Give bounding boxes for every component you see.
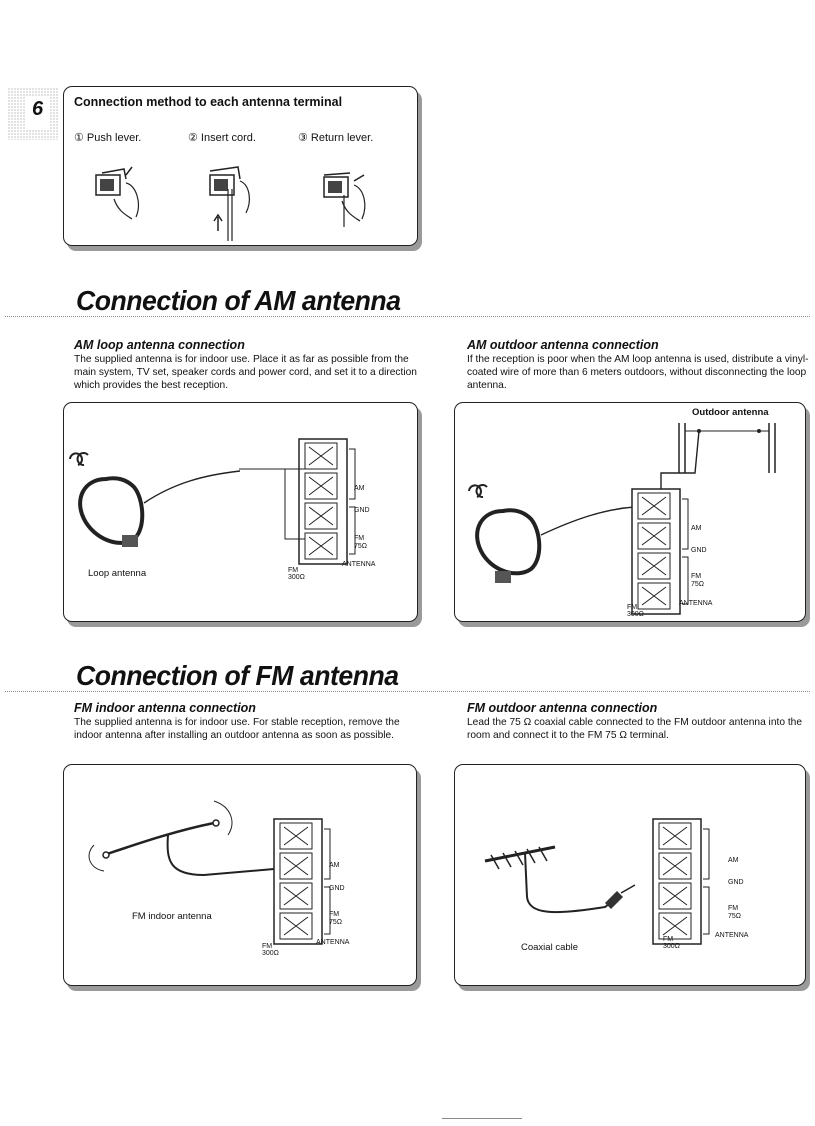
fm-indoor-antenna-drawing — [88, 800, 275, 877]
fm-indoor-text: The supplied antenna is for indoor use. … — [74, 717, 400, 741]
fm-indoor-terminal-block[interactable] — [273, 818, 344, 959]
fm-indoor-ohm75-label: 75Ω — [329, 919, 343, 926]
am-outdoor-terminal-block[interactable] — [631, 488, 702, 629]
am-loop-terminal-block[interactable] — [239, 438, 369, 579]
fm-indoor-diagram: FM indoor antenna AM GND FM 75Ω ANTENNA … — [63, 764, 417, 986]
page-number: 6 — [32, 98, 44, 120]
outdoor-antenna-drawing — [468, 423, 776, 583]
fm-outdoor-ohm75-label: 75Ω — [728, 913, 742, 920]
fm-outdoor-antenna-text: ANTENNA — [715, 932, 749, 939]
am-outdoor-heading: AM outdoor antenna connection — [467, 338, 659, 352]
fm-title-rule — [5, 691, 810, 692]
fm300-terminal-label: FM — [288, 567, 299, 574]
fm-outdoor-heading: FM outdoor antenna connection — [467, 701, 658, 715]
gnd-terminal-label: GND — [354, 507, 370, 514]
fm75-terminal-label: FM — [354, 535, 365, 542]
page-tab-dots — [8, 88, 58, 140]
am-title-rule — [5, 316, 810, 317]
am-outdoor-antenna-label: ANTENNA — [679, 600, 713, 607]
am-outdoor-ohm300-label: 300Ω — [627, 611, 644, 618]
return-lever-illustration — [323, 172, 366, 227]
fm-indoor-antenna-text: ANTENNA — [316, 939, 350, 946]
fm-section-title: Connection of FM antenna — [76, 660, 399, 691]
am-outdoor-am-label: AM — [691, 525, 702, 532]
am-section-title: Connection of AM antenna — [76, 285, 401, 316]
am-outdoor-fm300-label: FM — [627, 604, 638, 611]
loop-antenna-drawing — [69, 452, 241, 547]
fm-indoor-fm75-label: FM — [329, 911, 340, 918]
fm-indoor-fm300-label: FM — [262, 943, 273, 950]
am-terminal-label: AM — [354, 485, 365, 492]
fm-outdoor-antenna-drawing — [484, 845, 636, 914]
am-outdoor-ohm75-label: 75Ω — [691, 581, 705, 588]
am-outdoor-fm75-label: FM — [691, 573, 702, 580]
am-outdoor-text: If the reception is poor when the AM loo… — [467, 354, 809, 391]
step-insert-cord: ② Insert cord. — [188, 132, 256, 144]
coaxial-cable-label: Coaxial cable — [521, 942, 579, 953]
fm-indoor-am-label: AM — [329, 862, 340, 869]
am-loop-diagram: Loop antenna AM GND FM 75Ω ANTENNA FM 30… — [63, 402, 418, 622]
am-loop-heading: AM loop antenna connection — [74, 338, 245, 352]
fm-outdoor-text: Lead the 75 Ω coaxial cable connected to… — [467, 717, 802, 741]
step-push-lever: ① Push lever. — [74, 132, 142, 144]
fm-outdoor-fm300-label: FM — [663, 936, 674, 943]
connection-method-title: Connection method to each antenna termin… — [74, 95, 343, 109]
fm-indoor-gnd-label: GND — [329, 885, 345, 892]
fm-outdoor-am-label: AM — [728, 857, 739, 864]
outdoor-antenna-label: Outdoor antenna — [692, 407, 769, 418]
bottom-rule — [442, 1118, 522, 1119]
am-loop-text: The supplied antenna is for indoor use. … — [74, 354, 417, 391]
fm-outdoor-ohm300-label: 300Ω — [663, 943, 680, 950]
fm-outdoor-fm75-label: FM — [728, 905, 739, 912]
insert-cord-illustration — [209, 166, 250, 241]
fm-outdoor-gnd-label: GND — [728, 879, 744, 886]
ohm300-terminal-label: 300Ω — [288, 574, 305, 581]
connection-method-box: Connection method to each antenna termin… — [63, 86, 418, 246]
am-outdoor-diagram: Outdoor antenna AM GND FM 75Ω ANTENNA FM… — [454, 402, 806, 622]
fm-outdoor-terminal-block[interactable] — [652, 818, 723, 959]
page-tab: 6 — [8, 88, 58, 140]
antenna-terminal-label: ANTENNA — [342, 561, 376, 568]
fm-outdoor-diagram: Coaxial cable AM GND FM 75Ω ANTENNA FM 3… — [454, 764, 806, 986]
loop-antenna-label: Loop antenna — [88, 568, 147, 579]
fm-indoor-antenna-label: FM indoor antenna — [132, 911, 212, 922]
ohm75-terminal-label: 75Ω — [354, 543, 368, 550]
fm-indoor-heading: FM indoor antenna connection — [74, 701, 256, 715]
push-lever-illustration — [95, 166, 139, 220]
step-return-lever: ③ Return lever. — [298, 132, 374, 144]
fm-indoor-ohm300-label: 300Ω — [262, 950, 279, 957]
am-outdoor-gnd-label: GND — [691, 547, 707, 554]
